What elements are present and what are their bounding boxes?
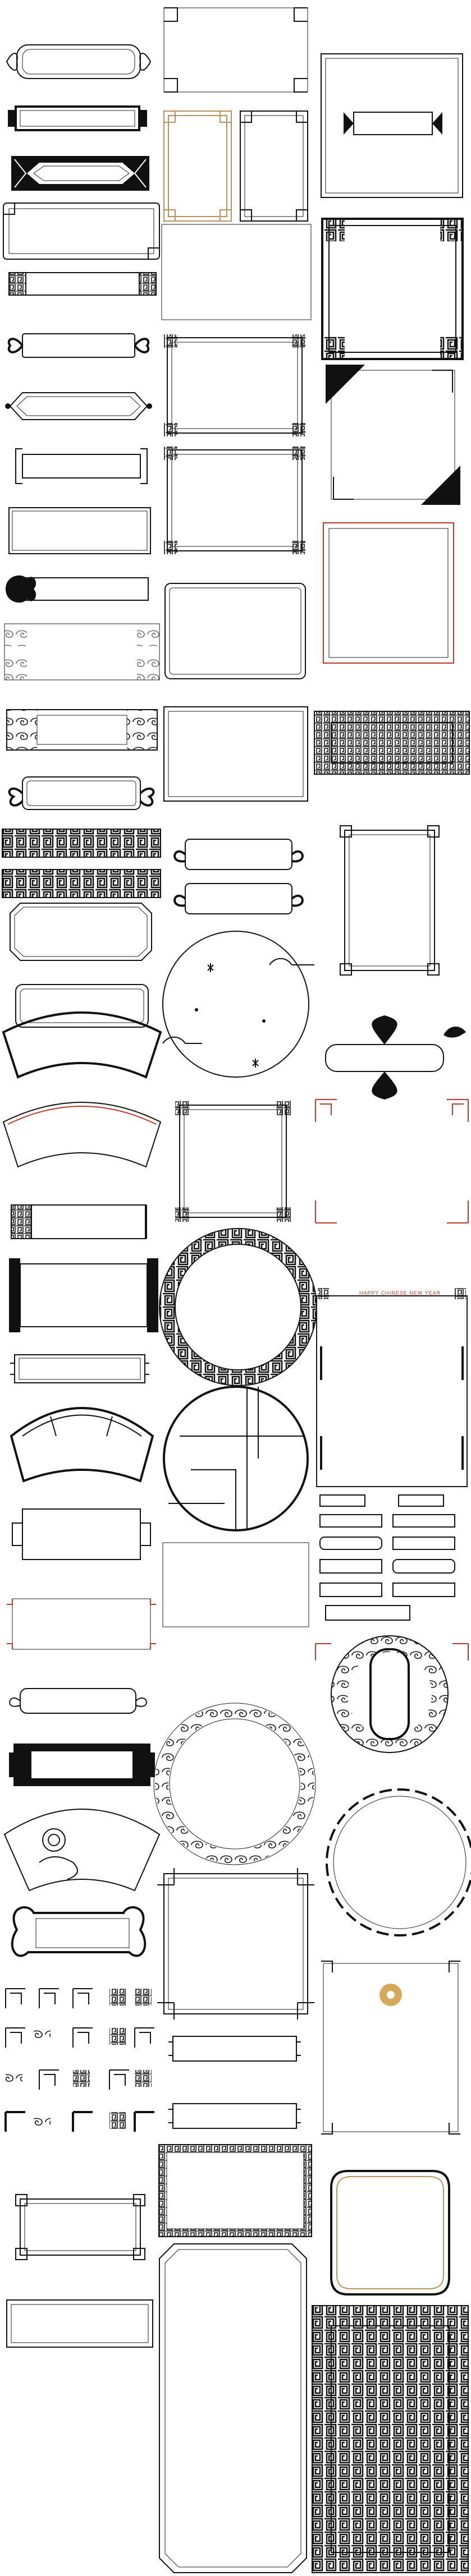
frame-flower-portrait bbox=[321, 1961, 460, 2135]
frame-bracket-banner bbox=[15, 448, 148, 484]
corner-element bbox=[134, 2027, 154, 2048]
frame-arrow-plaque bbox=[11, 156, 149, 191]
frame-peony-fan bbox=[3, 1809, 161, 1892]
bird-icon bbox=[443, 1027, 466, 1038]
frame-swirl-corner-rect bbox=[4, 623, 160, 680]
corner-element bbox=[39, 1988, 59, 2008]
corner-element bbox=[5, 1988, 25, 2008]
frame-arched-plaque bbox=[10, 1407, 154, 1483]
frame-thick-banner bbox=[8, 105, 147, 131]
corner-element-grid bbox=[4, 1988, 154, 2132]
frame-bird-medallion-plaque bbox=[325, 1015, 466, 1100]
frame-thin-square bbox=[161, 224, 312, 320]
frame-gold-arch-portrait bbox=[330, 2170, 450, 2296]
frame-small-band-1 bbox=[168, 2036, 301, 2062]
frame-fret-portrait-large bbox=[312, 2305, 469, 2573]
frame-fan-black bbox=[2, 1011, 162, 1079]
frame-fret-corner-square-2 bbox=[164, 447, 305, 554]
frame-fret-border-rect bbox=[158, 2144, 312, 2237]
frame-small-banner-set bbox=[319, 1494, 455, 1621]
frame-scrolled-plaque bbox=[8, 776, 155, 810]
frame-thin-rect-corner-red bbox=[162, 1542, 309, 1627]
corner-element bbox=[135, 2070, 152, 2087]
frame-small-knot-plaque bbox=[9, 1688, 147, 1714]
corner-element bbox=[6, 2070, 22, 2087]
corner-element bbox=[109, 2028, 126, 2045]
frame-new-year-border: HAPPY CHINESE NEW YEAR bbox=[316, 1288, 468, 1487]
corner-element bbox=[72, 2027, 93, 2048]
frame-scroll-banner bbox=[9, 1258, 158, 1332]
frame-gold-portrait bbox=[163, 111, 232, 222]
frame-black-portrait bbox=[240, 111, 308, 222]
frame-red-corners-large bbox=[315, 1099, 469, 1223]
frame-fret-ring bbox=[159, 1228, 317, 1386]
corner-element bbox=[109, 1989, 126, 2005]
frame-cloud-end-banner bbox=[6, 575, 149, 603]
corner-element bbox=[72, 2111, 93, 2132]
corner-element bbox=[134, 2111, 154, 2132]
frame-red-corner-rect bbox=[7, 1598, 156, 1650]
corner-element bbox=[72, 1988, 93, 2008]
frame-tall-chamfer bbox=[159, 2243, 307, 2573]
frame-fret-square-mid bbox=[175, 1101, 291, 1222]
frame-lattice-circle bbox=[163, 1386, 309, 1531]
cloud-icon bbox=[162, 958, 314, 1044]
frame-fret-bracket-banner bbox=[11, 1204, 147, 1239]
frame-fret-side-banner bbox=[8, 272, 157, 296]
frame-cloud-scroll bbox=[11, 1906, 147, 1957]
frame-scroll-tip-banner bbox=[7, 333, 150, 358]
corner-element bbox=[5, 2027, 25, 2048]
corner-element bbox=[34, 2028, 51, 2045]
frame-side-knot-rect bbox=[12, 1508, 151, 1560]
frame-dotted-ring bbox=[326, 1788, 471, 1936]
frame-lace-circle bbox=[153, 1703, 316, 1865]
frame-double-rect bbox=[8, 507, 151, 554]
frame-moon-circle bbox=[162, 931, 314, 1078]
flower-icon bbox=[379, 1984, 402, 2006]
frame-heavy-fret-square bbox=[321, 218, 464, 360]
frame-notched-rect bbox=[10, 903, 152, 961]
corner-element bbox=[109, 2112, 126, 2129]
frame-fret-band-rect bbox=[314, 711, 470, 775]
frame-wide-rect-corners bbox=[3, 203, 160, 260]
frame-simple-bottom-rect bbox=[6, 2299, 153, 2348]
frame-red-double-square bbox=[323, 522, 454, 664]
lotus-medallion-icon bbox=[372, 1015, 397, 1100]
frame-small-band-2 bbox=[168, 2103, 301, 2129]
frame-rounded-double bbox=[15, 984, 149, 1028]
frame-double-square-arrow bbox=[321, 53, 463, 198]
frame-fret-band-bottom bbox=[2, 869, 161, 898]
frame-plaque-knot-ends bbox=[6, 44, 152, 79]
frame-fret-corner-rect bbox=[15, 2194, 145, 2260]
flower-icon bbox=[39, 1828, 78, 1880]
frame-fret-band-top bbox=[2, 829, 161, 858]
corner-element bbox=[4, 2111, 25, 2132]
corner-element bbox=[135, 1989, 152, 2005]
frame-small-fret-rect bbox=[10, 1354, 149, 1383]
frame-ornate-plaque-2 bbox=[173, 883, 304, 914]
frame-corner-brackets-top bbox=[163, 7, 308, 93]
corner-element bbox=[34, 2112, 51, 2129]
frame-cross-corner-square bbox=[157, 1868, 314, 2020]
frame-ornate-plaque-1 bbox=[173, 839, 304, 870]
corner-element bbox=[39, 2069, 59, 2090]
frame-fan-red-outline bbox=[2, 1102, 162, 1168]
frame-cloud-corner-square bbox=[326, 365, 460, 505]
frame-plain-rect-mid bbox=[163, 706, 308, 802]
frame-black-bold-plaque bbox=[9, 1744, 155, 1786]
frame-ornate-portrait bbox=[340, 825, 440, 976]
frame-rounded-square bbox=[164, 583, 306, 679]
corner-element bbox=[73, 2070, 90, 2087]
frame-fret-corner-square-1 bbox=[164, 334, 305, 436]
frame-hex-banner bbox=[5, 392, 152, 420]
frame-red-corners-small bbox=[315, 1643, 469, 1660]
snowflake-icon bbox=[207, 963, 259, 1068]
corner-element bbox=[109, 2069, 129, 2090]
frame-ornate-arch-circle bbox=[331, 1635, 449, 1753]
new-year-caption: HAPPY CHINESE NEW YEAR bbox=[359, 1290, 441, 1296]
frame-heavy-ornate-rect bbox=[6, 709, 158, 751]
